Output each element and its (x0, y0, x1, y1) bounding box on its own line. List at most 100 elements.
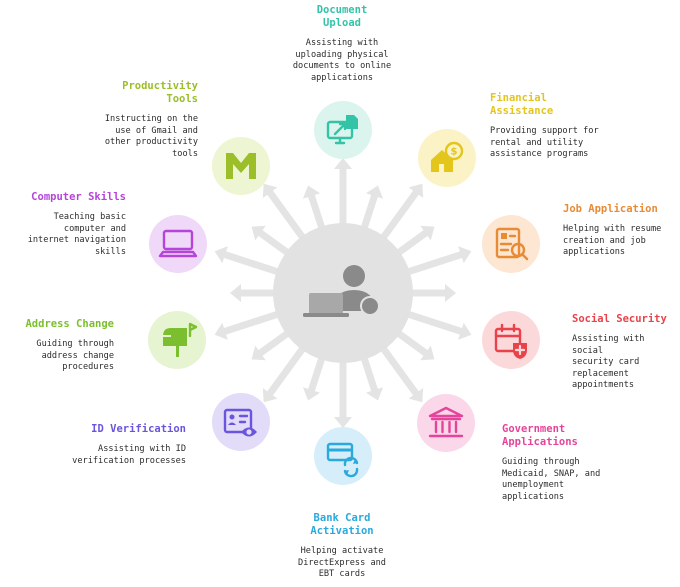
nodes-layer: $ (148, 101, 540, 485)
node-title-line: Productivity (122, 80, 198, 92)
node-desc-line: creation and job (563, 235, 646, 246)
arrows-layer (214, 158, 472, 428)
arrow (222, 250, 286, 278)
arrow-head (365, 185, 384, 199)
arrow (400, 308, 464, 336)
node-desc-line: Helping activate (300, 546, 384, 556)
hub (273, 223, 413, 363)
node-desc-line: DirectExpress and (298, 557, 386, 568)
node-circle (149, 215, 207, 273)
card-refresh-icon (326, 442, 359, 478)
node-computer-skills (149, 215, 207, 273)
node-title: Computer Skills (4, 191, 126, 204)
node-desc-line: Guiding through (36, 339, 114, 349)
node-desc-line: verification processes (72, 455, 186, 466)
node-desc-line: procedures (62, 362, 114, 372)
node-title: ID Verification (40, 423, 186, 436)
node-productivity-tools (212, 137, 270, 195)
arrow-head (458, 246, 472, 264)
arrow-head (408, 388, 424, 403)
node-job-application (482, 215, 540, 273)
node-desc-line: use of Gmail and (115, 125, 198, 136)
node-title-line: Computer Skills (31, 191, 126, 203)
node-desc-line: Assisting with (305, 38, 379, 48)
node-title: Job Application (563, 203, 678, 216)
arrow (222, 308, 286, 336)
arrow-head (251, 345, 266, 361)
node-desc-line: tools (172, 148, 198, 159)
node-title: Address Change (4, 318, 114, 331)
node-bank-card-activation (314, 427, 372, 485)
node-title-line: Upload (323, 17, 361, 29)
arrow-head (302, 387, 321, 401)
arrow (400, 250, 464, 278)
node-title-line: Tools (166, 93, 198, 105)
node-desc-line: rental and utility (490, 137, 584, 148)
arrow (376, 341, 420, 397)
node-desc-line: security card (572, 357, 640, 367)
node-desc-line: Assisting with social (572, 334, 645, 356)
arrow-head (251, 225, 266, 241)
arrow (266, 341, 310, 397)
government-building-icon (428, 406, 464, 438)
node-desc-line: assistance programs (490, 149, 589, 159)
node-title-line: ID Verification (91, 423, 186, 435)
node-address-change (148, 311, 206, 369)
arrow-head (214, 322, 228, 340)
arrow-head (302, 185, 321, 199)
node-financial-assistance: $ (418, 129, 476, 187)
node-desc-line: appointments (572, 380, 635, 390)
laptop-icon (158, 229, 198, 258)
arrow (376, 189, 420, 245)
node-desc-line: Teaching basic (53, 212, 126, 222)
arrow-head (334, 158, 352, 169)
person-with-laptop-icon (303, 265, 380, 317)
node-desc-line: computer and (63, 223, 126, 234)
node-title-line: Government (502, 423, 566, 435)
node-circle (417, 394, 475, 452)
arrow-head (420, 225, 435, 241)
arrow-head (420, 345, 435, 361)
node-document-upload (314, 101, 372, 159)
arrow-head (262, 183, 278, 198)
arrow-head (445, 284, 456, 302)
node-circle (482, 311, 540, 369)
node-desc-line: Instructing on the (104, 114, 198, 124)
arrow-head (262, 388, 278, 403)
node-desc-line: EBT cards (318, 569, 366, 579)
document-upload-icon (326, 115, 358, 145)
node-title-line: Applications (502, 436, 578, 448)
gmail-m-icon (226, 153, 256, 179)
node-desc-line: applications (502, 491, 565, 502)
arrow-head (365, 387, 384, 401)
node-desc-line: replacement (572, 368, 629, 379)
id-card-eye-icon (223, 408, 257, 437)
arrow (266, 189, 310, 245)
node-desc-line: Assisting with ID (98, 444, 186, 454)
node-desc-line: internet navigation (27, 235, 126, 245)
mailbox-icon (163, 322, 198, 357)
node-title-line: Job Application (563, 203, 658, 215)
node-title: Social Security (572, 313, 678, 326)
arrow-head (334, 417, 352, 428)
node-title-line: Address Change (25, 318, 114, 330)
node-desc-line: skills (94, 246, 126, 257)
